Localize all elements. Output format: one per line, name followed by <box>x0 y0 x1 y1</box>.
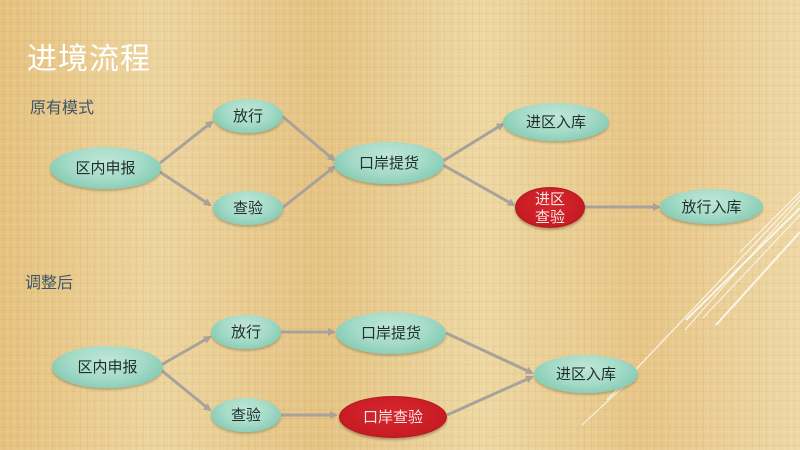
node-label: 查验 <box>230 406 261 424</box>
section-label-original: 原有模式 <box>30 98 95 117</box>
node-port-pickup: 口岸提货 <box>334 142 444 184</box>
node2-port-inspect: 口岸查验 <box>339 396 447 438</box>
node2-enter-storage: 进区入库 <box>534 355 638 393</box>
node2-inspect: 查验 <box>211 398 281 432</box>
decorative-lines <box>581 191 800 426</box>
node-label: 放行 <box>232 107 263 125</box>
slide-title: 进境流程 <box>27 42 151 77</box>
edge2-port-enterstorage <box>445 331 534 375</box>
node-inspect: 查验 <box>213 191 283 225</box>
edge-declare-inspect <box>159 170 212 207</box>
edge-declare-release <box>159 120 214 165</box>
edge-release-port <box>281 114 336 162</box>
node-label: 口岸查验 <box>362 408 423 426</box>
edge-port-enterinspect <box>442 163 516 207</box>
edge2-declare-release <box>160 335 212 367</box>
edge2-portinspect-enterstorage <box>446 375 534 417</box>
node-label: 区内申报 <box>77 358 138 376</box>
node-label: 放行 <box>230 323 261 341</box>
node2-declare: 区内申报 <box>52 346 163 388</box>
node-label: 进区入库 <box>525 113 586 131</box>
node2-release: 放行 <box>211 315 281 349</box>
node-label-line2: 查验 <box>534 207 565 226</box>
node-label: 查验 <box>232 199 263 217</box>
edge-inspect-port <box>281 165 336 210</box>
edge-port-enterstorage <box>442 122 505 163</box>
node-enter-storage: 进区入库 <box>503 103 609 141</box>
node-label: 进区入库 <box>555 365 616 383</box>
node-release: 放行 <box>213 99 283 133</box>
node-label-line1: 进区 <box>534 189 565 208</box>
node-label: 口岸提货 <box>360 324 421 342</box>
section-label-adjusted: 调整后 <box>25 273 74 292</box>
node2-port-pickup: 口岸提货 <box>336 312 446 354</box>
node-label: 区内申报 <box>75 159 136 177</box>
node-label: 口岸提货 <box>358 154 419 172</box>
node-declare: 区内申报 <box>50 147 161 189</box>
node-label: 放行入库 <box>681 197 742 216</box>
node-enter-inspect: 进区 查验 <box>515 187 585 228</box>
node-release-storage: 放行入库 <box>660 189 763 224</box>
edge2-declare-inspect <box>160 368 212 412</box>
